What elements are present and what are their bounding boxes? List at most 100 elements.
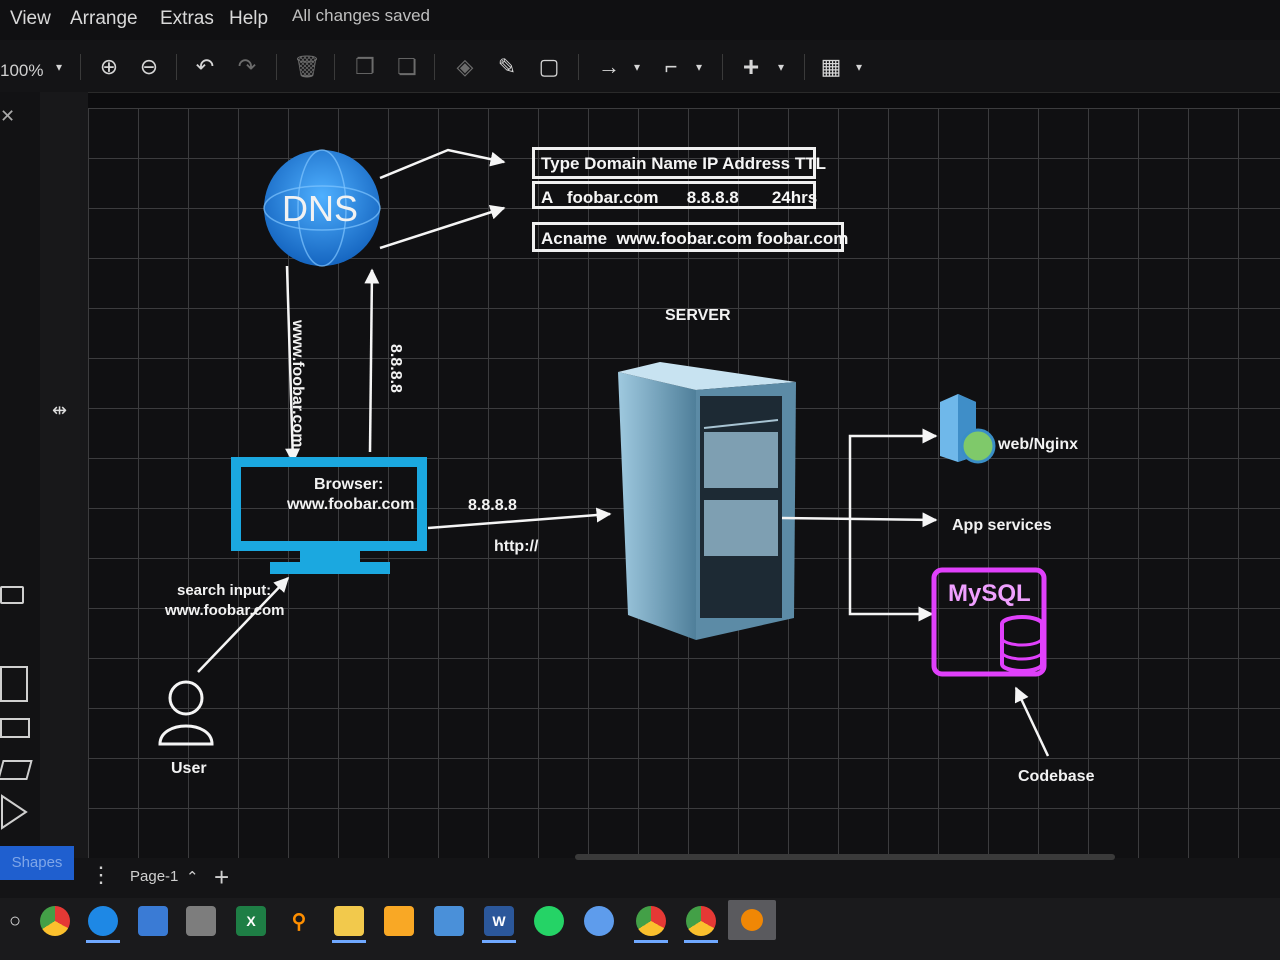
- shapes-button[interactable]: Shapes: [0, 846, 74, 880]
- delete-icon[interactable]: 🗑: [293, 54, 321, 79]
- http-request-arrow[interactable]: [427, 507, 612, 530]
- rectangle-shape[interactable]: [0, 666, 28, 702]
- waypoints-icon[interactable]: ⌐: [664, 54, 678, 79]
- insert-dropdown-icon[interactable]: ▾: [777, 60, 785, 74]
- toolbar-separator: [804, 54, 805, 80]
- to-front-icon[interactable]: ❐: [355, 54, 375, 79]
- zoom-dropdown-icon[interactable]: ▾: [55, 60, 63, 74]
- browser-monitor-icon[interactable]: [231, 457, 427, 574]
- word-icon[interactable]: W: [484, 906, 514, 936]
- drawio-app-icon[interactable]: [728, 900, 776, 940]
- menu-bar: View Arrange Extras Help All changes sav…: [0, 0, 1280, 40]
- mail-icon[interactable]: [138, 906, 168, 936]
- zoom-level[interactable]: 100%: [0, 61, 44, 80]
- dns-label: DNS: [282, 188, 359, 229]
- files-app-icon[interactable]: [384, 906, 414, 936]
- menu-extras[interactable]: Extras: [160, 8, 214, 29]
- active-indicator: [634, 940, 668, 943]
- redo-icon[interactable]: ↷: [237, 54, 257, 79]
- user-icon[interactable]: [158, 680, 214, 746]
- active-indicator: [332, 940, 366, 943]
- user-label: User: [171, 760, 207, 777]
- menu-arrange[interactable]: Arrange: [70, 8, 138, 29]
- wide-rect-shape[interactable]: [0, 718, 30, 738]
- menu-view[interactable]: View: [10, 8, 51, 29]
- browser-url: www.foobar.com: [287, 496, 415, 513]
- excel-icon[interactable]: X: [236, 906, 266, 936]
- toolbar-separator: [334, 54, 335, 80]
- dns-record-header[interactable]: Type Domain Name IP Address TTL: [532, 147, 826, 179]
- toolbar-separator: [434, 54, 435, 80]
- shadow-icon[interactable]: ▢: [538, 54, 560, 79]
- zoom-out-icon[interactable]: ⊖: [139, 54, 159, 79]
- whatsapp-icon[interactable]: [534, 906, 564, 936]
- toolbar-separator: [276, 54, 277, 80]
- web-server-icon[interactable]: [940, 394, 996, 464]
- ip-label: 8.8.8.8: [468, 497, 517, 514]
- server-rack-icon[interactable]: [618, 362, 796, 640]
- table-icon[interactable]: ▦: [820, 54, 842, 79]
- dns-cname-record[interactable]: Acname www.foobar.com foobar.com: [532, 222, 848, 252]
- dns-response-arrow[interactable]: [364, 268, 380, 453]
- store-icon[interactable]: [186, 906, 216, 936]
- active-indicator: [86, 940, 120, 943]
- page-menu-icon[interactable]: ⋮: [90, 862, 112, 887]
- toolbar-separator: [80, 54, 81, 80]
- insert-icon[interactable]: +: [742, 51, 760, 82]
- notes-app-icon[interactable]: [434, 906, 464, 936]
- rounded-rect-shape[interactable]: [0, 586, 24, 604]
- page-bar: [0, 858, 1280, 898]
- sidebar-splitter[interactable]: [40, 92, 88, 862]
- dns-query-arrow[interactable]: [285, 265, 301, 464]
- file-explorer-icon[interactable]: [334, 906, 364, 936]
- search-input-arrow[interactable]: [197, 576, 290, 673]
- table-dropdown-icon[interactable]: ▾: [855, 60, 863, 74]
- connection-icon[interactable]: →: [598, 54, 620, 79]
- web-server-label: web/Nginx: [998, 436, 1079, 453]
- dns-query-label: www.foobar.com: [289, 320, 306, 448]
- edge-icon[interactable]: [88, 906, 118, 936]
- search-app-icon[interactable]: ⚲: [291, 910, 307, 933]
- chrome-icon[interactable]: [40, 906, 70, 936]
- undo-icon[interactable]: ↶: [195, 54, 215, 79]
- resize-handle-icon[interactable]: ⇹: [52, 400, 68, 420]
- save-status: All changes saved: [292, 6, 430, 25]
- horizontal-scrollbar[interactable]: [575, 854, 1115, 860]
- codebase-arrow[interactable]: [1014, 686, 1050, 757]
- mysql-label: MySQL: [948, 580, 1031, 607]
- toolbar-separator: [176, 54, 177, 80]
- toolbar: 100% ▾ ⊕ ⊖ ↶ ↷ 🗑 ❐ ❏ ◈ ✎ ▢ → ▾ ⌐ ▾ + ▾ ▦…: [0, 40, 1280, 93]
- web-server-arrow[interactable]: [848, 428, 938, 518]
- zoom-in-icon[interactable]: ⊕: [99, 54, 119, 79]
- app-services-arrow[interactable]: [781, 512, 938, 528]
- chrome-profile-icon[interactable]: [686, 906, 716, 936]
- dns-globe-icon[interactable]: [263, 149, 381, 267]
- connection-dropdown-icon[interactable]: ▾: [633, 60, 641, 74]
- close-icon[interactable]: ✕: [0, 106, 16, 126]
- toolbar-separator: [722, 54, 723, 80]
- line-color-icon[interactable]: ✎: [497, 54, 517, 79]
- menu-help[interactable]: Help: [229, 8, 269, 29]
- waypoints-dropdown-icon[interactable]: ▾: [695, 60, 703, 74]
- messenger-icon[interactable]: [584, 906, 614, 936]
- search-icon[interactable]: ○: [8, 909, 22, 932]
- toolbar-separator: [578, 54, 579, 80]
- shapes-sidebar: [0, 92, 40, 862]
- to-back-icon[interactable]: ❏: [397, 54, 417, 79]
- database-arrow[interactable]: [848, 518, 934, 622]
- protocol-label: http://: [494, 538, 539, 555]
- chrome-profile-icon[interactable]: [636, 906, 666, 936]
- tab-page-1[interactable]: Page-1: [130, 868, 179, 885]
- dns-response-label: 8.8.8.8: [387, 344, 404, 393]
- dns-a-record[interactable]: A foobar.com 8.8.8.8 24hrs: [532, 181, 817, 209]
- triangle-shape[interactable]: [0, 794, 30, 830]
- fill-color-icon[interactable]: ◈: [456, 54, 474, 79]
- add-page-icon[interactable]: +: [214, 862, 230, 892]
- dns-record-arrow[interactable]: [379, 205, 506, 250]
- page-tab-chevron-icon[interactable]: ⌃: [186, 869, 199, 886]
- mysql-database-icon[interactable]: [931, 567, 1047, 677]
- active-indicator: [482, 940, 516, 943]
- dns-record-arrow[interactable]: [379, 148, 506, 180]
- active-indicator: [684, 940, 718, 943]
